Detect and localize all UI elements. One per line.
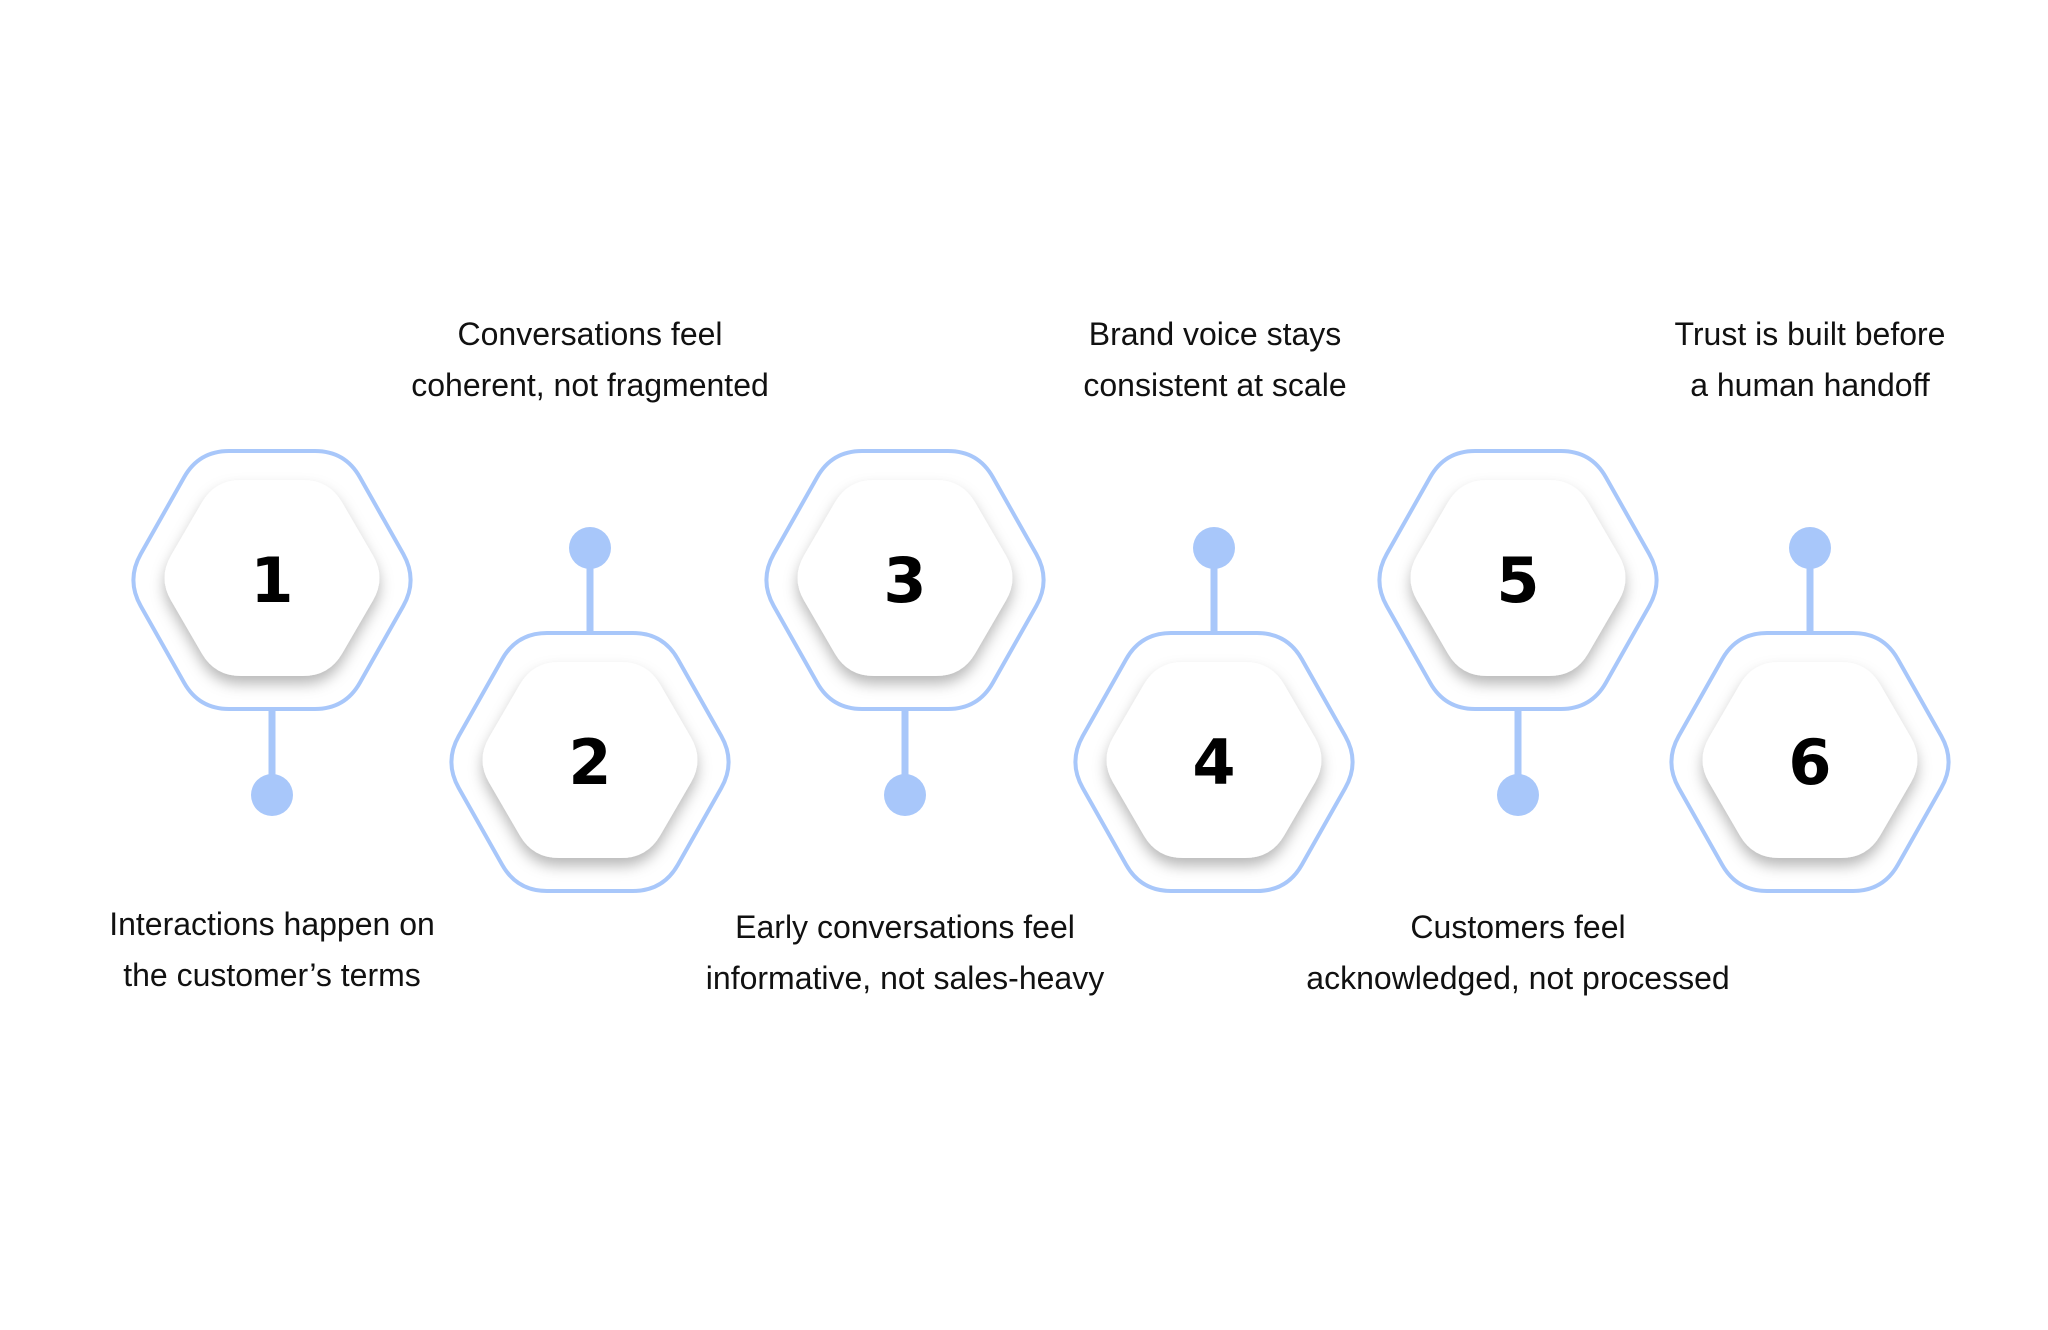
step-caption-line: Interactions happen on: [109, 906, 435, 942]
hexagon-inner: [1702, 662, 1918, 858]
step-number: 4: [1192, 726, 1235, 799]
connector-dot: [1497, 774, 1539, 816]
step-number: 1: [250, 544, 293, 617]
step-caption-line: coherent, not fragmented: [411, 367, 769, 403]
connector-dot: [569, 527, 611, 569]
hexagon-inner: [482, 662, 698, 858]
step-6: 6 Trust is built before a human handoff: [1669, 316, 1951, 893]
step-number: 5: [1496, 544, 1539, 617]
step-number: 2: [568, 726, 611, 799]
step-caption-line: Customers feel: [1410, 909, 1625, 945]
connector-dot: [251, 774, 293, 816]
step-2: 2 Conversations feel coherent, not fragmen…: [411, 316, 769, 893]
hexagon-inner: [1410, 480, 1626, 676]
step-caption-line: Conversations feel: [457, 316, 722, 352]
step-caption-line: a human handoff: [1690, 367, 1930, 403]
hexagon-inner: [797, 480, 1013, 676]
step-caption-line: Brand voice stays: [1089, 316, 1342, 352]
step-number: 3: [883, 544, 926, 617]
hexagon-inner: [1106, 662, 1322, 858]
step-caption-line: acknowledged, not processed: [1306, 960, 1729, 996]
step-caption-line: Early conversations feel: [735, 909, 1075, 945]
hexagon-inner: [164, 480, 380, 676]
connector-dot: [1193, 527, 1235, 569]
connector-dot: [884, 774, 926, 816]
connector-dot: [1789, 527, 1831, 569]
step-4: 4 Brand voice stays consistent at scale: [1073, 316, 1355, 893]
step-caption-line: the customer’s terms: [123, 957, 421, 993]
step-number: 6: [1788, 726, 1831, 799]
step-caption-line: informative, not sales-heavy: [706, 960, 1104, 996]
step-caption-line: Trust is built before: [1675, 316, 1946, 352]
step-caption-line: consistent at scale: [1083, 367, 1346, 403]
